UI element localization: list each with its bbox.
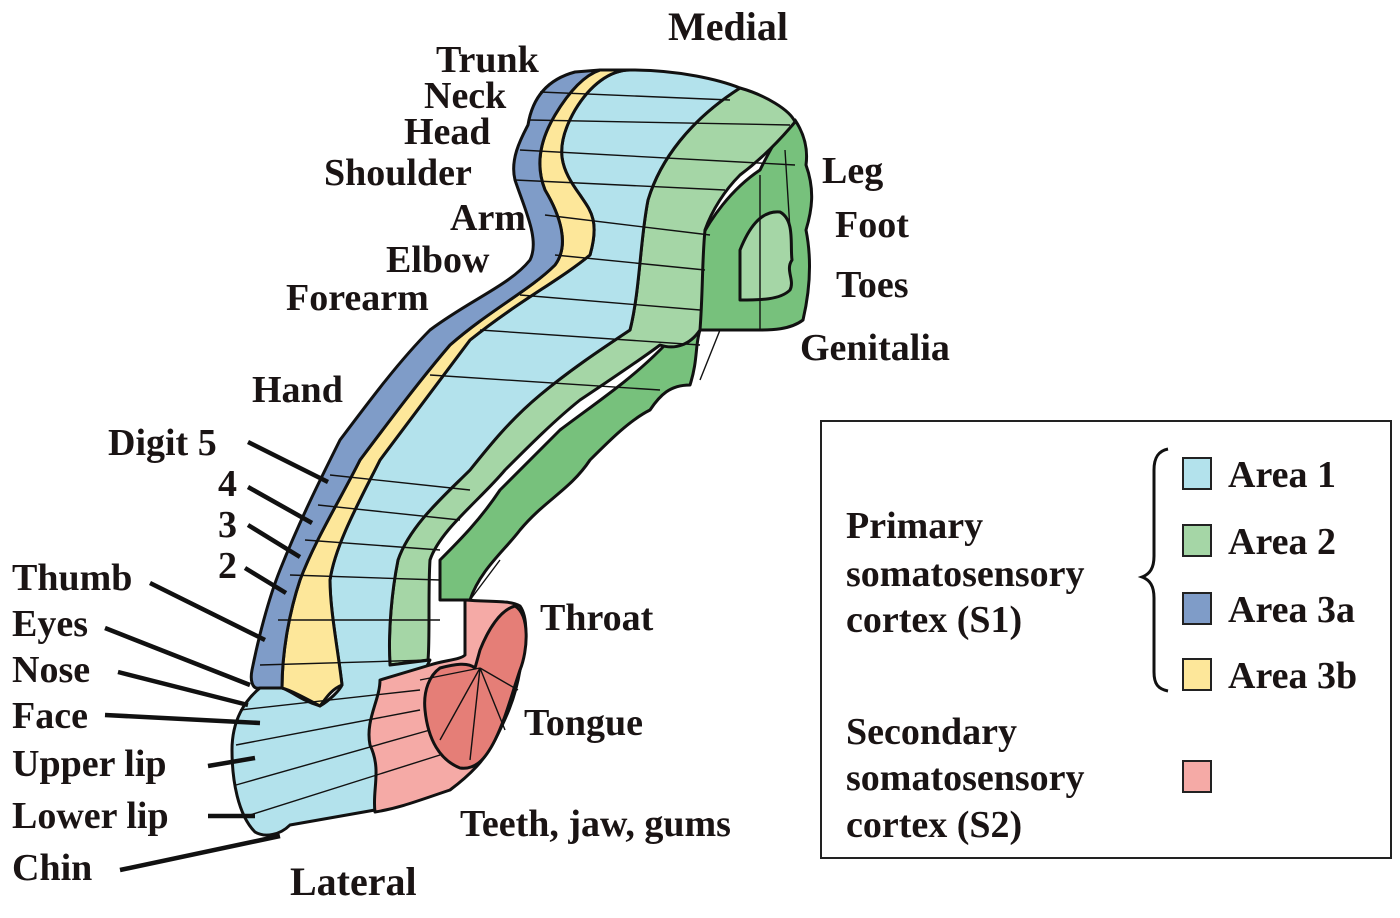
- foot-toes-pocket: [738, 210, 794, 302]
- label-arm: Arm: [450, 197, 526, 239]
- legend-swatch-area3b: [1182, 658, 1212, 691]
- label-eyes: Eyes: [12, 603, 88, 645]
- legend-secondary-line2: somatosensory: [846, 757, 1085, 799]
- legend-secondary-line3: cortex (S2): [846, 804, 1022, 846]
- label-upper-lip: Upper lip: [12, 743, 167, 785]
- label-nose: Nose: [12, 649, 90, 691]
- label-trunk: Trunk: [436, 39, 540, 81]
- label-genitalia: Genitalia: [800, 327, 950, 369]
- label-toes: Toes: [836, 264, 909, 306]
- label-throat: Throat: [540, 597, 654, 639]
- legend-primary-line2: somatosensory: [846, 553, 1085, 595]
- legend-brace: [1137, 447, 1169, 693]
- label-chin: Chin: [12, 847, 92, 889]
- leader-thumb: [149, 580, 266, 643]
- body-labels: Medial Lateral Trunk Neck Head Shoulder …: [12, 4, 950, 904]
- area3a-region: [249, 68, 602, 690]
- legend-swatch-s2: [1182, 760, 1212, 793]
- label-forearm: Forearm: [286, 277, 429, 319]
- legend-box: [820, 420, 1392, 859]
- label-lateral: Lateral: [290, 859, 417, 904]
- legend: Primary somatosensory cortex (S1) Area 1…: [820, 420, 1392, 859]
- legend-label-area3a: Area 3a: [1228, 589, 1355, 631]
- label-face: Face: [12, 695, 88, 737]
- leader-lines: [104, 439, 330, 873]
- leader-digit3: [246, 523, 302, 559]
- label-elbow: Elbow: [386, 239, 490, 281]
- label-tongue: Tongue: [524, 702, 643, 744]
- leader-digit4: [246, 485, 314, 525]
- label-digit2: 2: [218, 545, 237, 587]
- segment-dividers: [235, 91, 796, 816]
- legend-swatch-area1: [1182, 457, 1212, 490]
- label-medial: Medial: [668, 4, 788, 49]
- legend-primary-line3: cortex (S1): [846, 599, 1022, 641]
- legend-label-area1: Area 1: [1228, 454, 1336, 496]
- leader-eyes: [104, 625, 251, 688]
- label-hand: Hand: [252, 369, 343, 411]
- legend-label-area2: Area 2: [1228, 521, 1336, 563]
- leader-upper-lip: [207, 755, 256, 769]
- label-foot: Foot: [835, 204, 909, 246]
- legend-label-area3b: Area 3b: [1228, 655, 1357, 697]
- label-digit3: 3: [218, 504, 237, 546]
- label-digit4: 4: [218, 463, 237, 505]
- label-neck: Neck: [424, 75, 507, 117]
- label-lower-lip: Lower lip: [12, 795, 169, 837]
- label-shoulder: Shoulder: [324, 152, 472, 194]
- legend-swatch-area2: [1182, 524, 1212, 557]
- leader-digit5: [246, 439, 330, 485]
- label-thumb: Thumb: [12, 557, 132, 599]
- leader-face: [104, 712, 261, 726]
- legend-secondary-line1: Secondary: [846, 711, 1017, 753]
- leader-digit2: [243, 566, 288, 595]
- leader-nose: [117, 669, 249, 708]
- s2-tongue-region: [423, 604, 528, 770]
- leader-chin: [119, 833, 281, 873]
- label-teeth-jaw-gums: Teeth, jaw, gums: [460, 803, 731, 845]
- label-digit5: Digit 5: [108, 422, 217, 464]
- label-head: Head: [404, 111, 491, 153]
- label-leg: Leg: [822, 150, 883, 192]
- legend-swatch-area3a: [1182, 592, 1212, 625]
- legend-primary-line1: Primary: [846, 505, 983, 547]
- cortex-map: [230, 68, 814, 837]
